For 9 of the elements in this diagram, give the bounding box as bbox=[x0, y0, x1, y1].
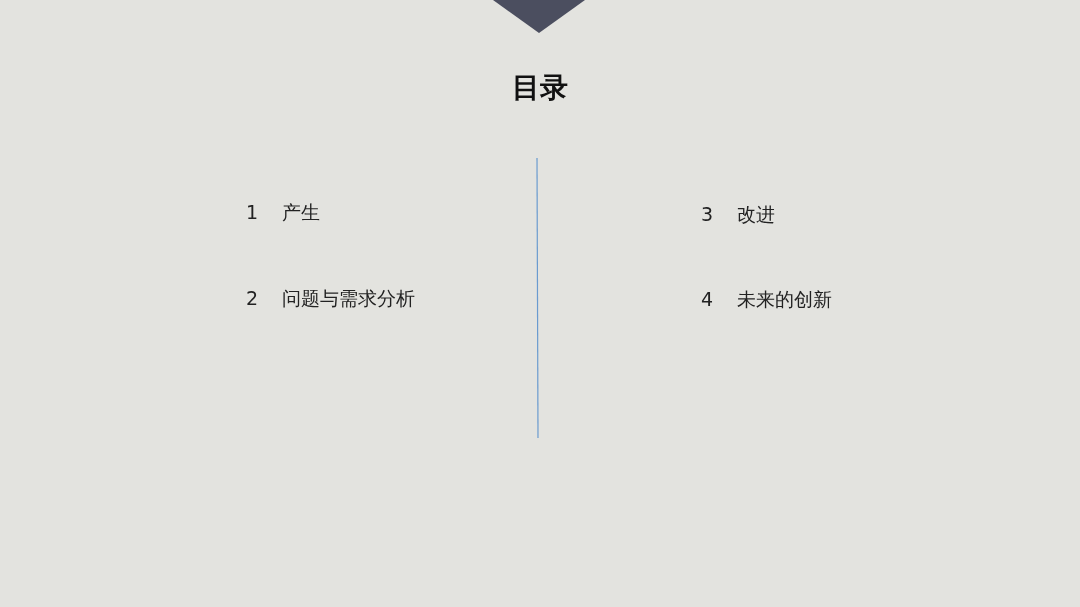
section-title: 产生 bbox=[282, 200, 320, 224]
section-number: 2 bbox=[246, 286, 259, 310]
section-number: 3 bbox=[701, 202, 714, 226]
section-title: 改进 bbox=[737, 202, 775, 226]
title: 目录 bbox=[512, 71, 568, 104]
section-title: 未来的创新 bbox=[737, 287, 832, 311]
section-title: 问题与需求分析 bbox=[282, 286, 415, 310]
section-number: 1 bbox=[246, 200, 259, 224]
section-number: 4 bbox=[701, 287, 714, 311]
